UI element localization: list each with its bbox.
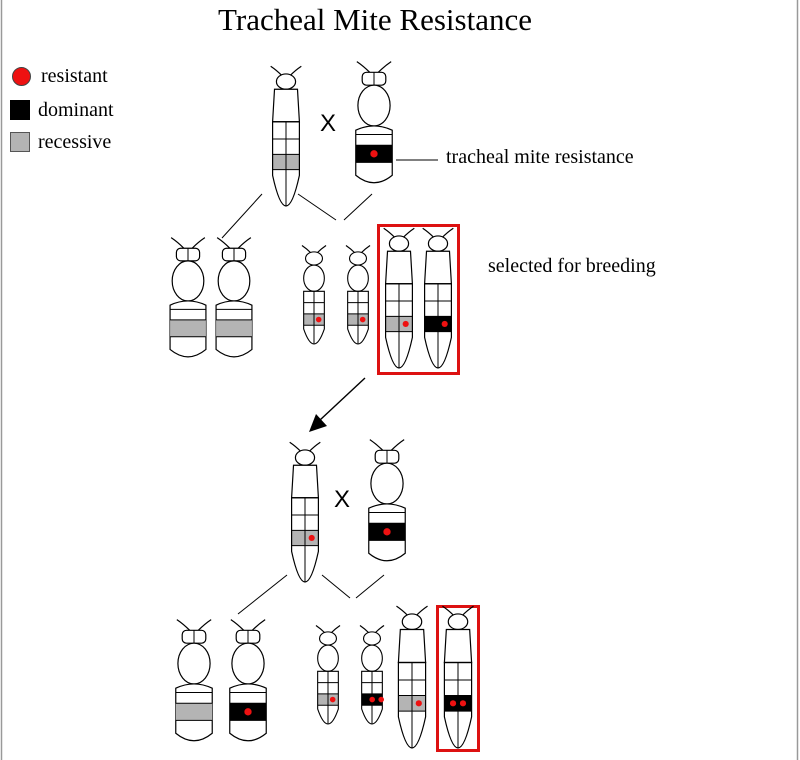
arrow-line (319, 377, 366, 421)
cross-symbol-top: X (320, 110, 336, 137)
gray-square-icon (10, 132, 30, 152)
arrow-head-icon (309, 414, 327, 432)
legend-item-dominant: dominant (10, 98, 114, 122)
legend-item-recessive: recessive (10, 130, 111, 154)
legend-label: recessive (38, 130, 112, 153)
legend-item-resistant: resistant (10, 64, 108, 88)
bee-group (169, 61, 474, 749)
selection-box-gen2 (436, 605, 480, 752)
selection-box-gen1 (377, 224, 460, 375)
resistance-label: tracheal mite resistance (446, 146, 634, 168)
worker-bee-icon (345, 244, 371, 345)
queen-bee-icon (396, 605, 428, 749)
drone-bee-icon (368, 439, 406, 562)
diagram-title: Tracheal Mite Resistance (218, 2, 532, 37)
connector-lines-gen2 (237, 574, 385, 615)
queen-bee-icon (422, 227, 454, 369)
drone-bee-icon (215, 237, 253, 358)
worker-bee-icon (315, 624, 341, 725)
drone-bee-icon (355, 61, 393, 184)
drone-bee-icon (229, 619, 267, 742)
connector-lines-gen1 (221, 193, 373, 239)
selected-label: selected for breeding (488, 255, 656, 277)
black-square-icon (10, 100, 30, 120)
drone-bee-icon (175, 619, 213, 742)
cross-symbol-bottom: X (334, 486, 350, 513)
queen-bee-icon (270, 65, 302, 207)
worker-bee-icon (301, 244, 327, 345)
queen-bee-icon (383, 227, 415, 369)
red-dot-icon (12, 66, 31, 86)
legend-label: dominant (38, 98, 114, 121)
worker-bee-icon (359, 624, 385, 725)
legend-label: resistant (41, 64, 108, 87)
queen-bee-icon (442, 605, 474, 749)
drone-bee-icon (169, 237, 207, 358)
queen-bee-icon (289, 441, 321, 583)
